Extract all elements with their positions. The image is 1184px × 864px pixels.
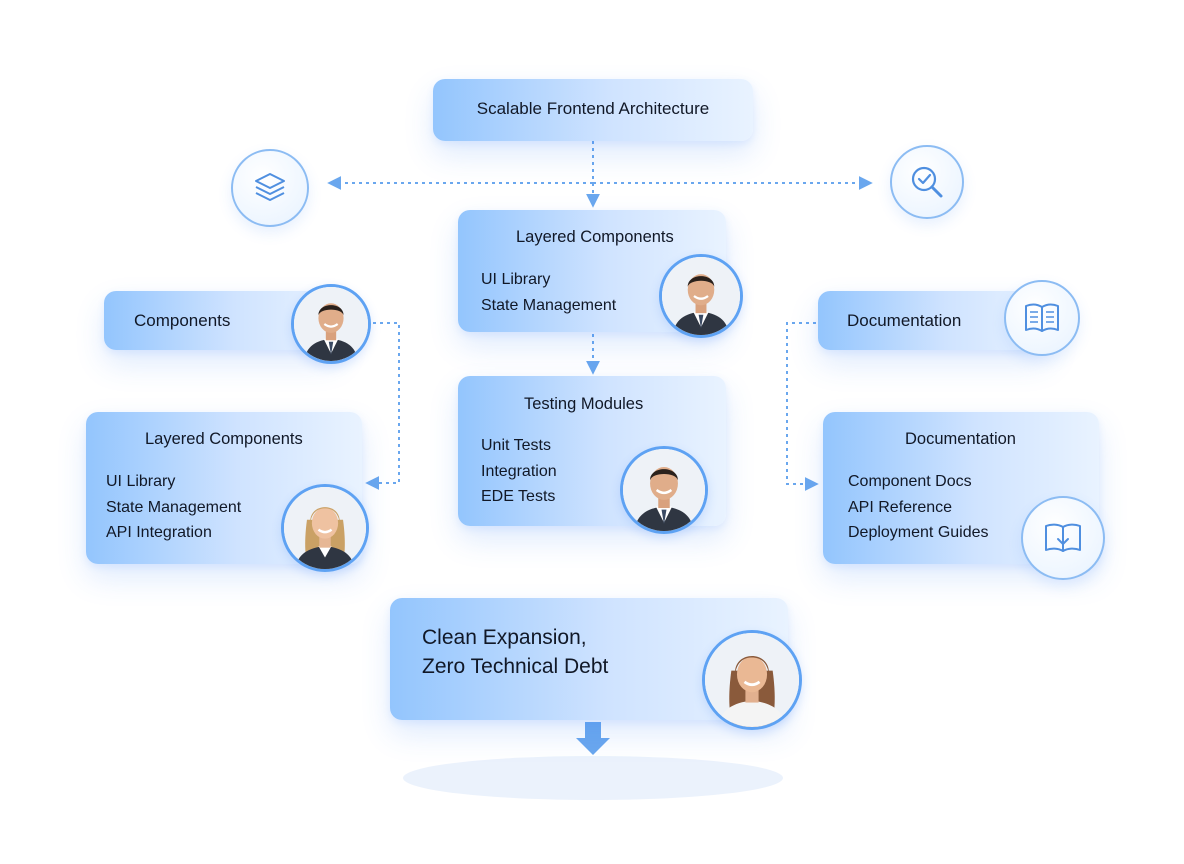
center-layered-components-card: Layered Components UI Library State Mana… (458, 210, 726, 332)
top-title: Scalable Frontend Architecture (476, 99, 710, 118)
book-download-icon (1045, 523, 1081, 552)
outcome-line: Clean Expansion, (422, 626, 587, 649)
card-items: Component Docs API Reference Deployment … (848, 469, 989, 546)
person-photo (294, 287, 368, 361)
avatar (620, 446, 708, 534)
card-items: UI Library State Management (481, 267, 616, 318)
list-item: UI Library (481, 271, 551, 288)
avatar (291, 284, 371, 364)
card-title: Layered Components (516, 228, 674, 246)
open-book-icon-circle (1004, 280, 1080, 356)
top-title-box: Scalable Frontend Architecture (433, 79, 753, 141)
card-title: Documentation (847, 311, 962, 330)
connector-left (365, 322, 400, 490)
list-item: Unit Tests (481, 437, 551, 454)
avatar (281, 484, 369, 572)
card-title: Documentation (905, 430, 1016, 448)
list-item: EDE Tests (481, 488, 556, 505)
layers-icon-circle (231, 149, 309, 227)
avatar (659, 254, 743, 338)
bottom-shadow (403, 756, 783, 800)
card-items: Unit Tests Integration EDE Tests (481, 433, 557, 510)
person-photo (284, 487, 366, 569)
card-title: Components (134, 311, 231, 330)
avatar (702, 630, 802, 730)
bottom-down-arrow (576, 722, 610, 755)
outcome-line: Zero Technical Debt (422, 655, 609, 678)
list-item: UI Library (106, 473, 176, 490)
open-book-icon (1025, 303, 1059, 332)
layers-icon (255, 173, 285, 201)
list-item: API Reference (848, 498, 953, 516)
list-item: Deployment Guides (848, 524, 989, 541)
outcome-text: Clean Expansion, Zero Technical Debt (422, 623, 608, 681)
card-items: UI Library State Management API Integrat… (106, 469, 241, 546)
list-item: API Integration (106, 524, 212, 541)
person-photo (705, 633, 799, 727)
list-item: Integration (481, 462, 557, 480)
search-check-icon-circle (890, 145, 964, 219)
list-item: State Management (481, 296, 617, 314)
list-item: State Management (106, 498, 242, 516)
person-photo (623, 449, 705, 531)
search-check-icon (911, 166, 943, 198)
person-photo (662, 257, 740, 335)
card-title: Layered Components (145, 430, 303, 448)
book-download-icon-circle (1021, 496, 1105, 580)
list-item: Component Docs (848, 473, 972, 490)
card-title: Testing Modules (524, 395, 644, 413)
connector-right (786, 322, 819, 491)
